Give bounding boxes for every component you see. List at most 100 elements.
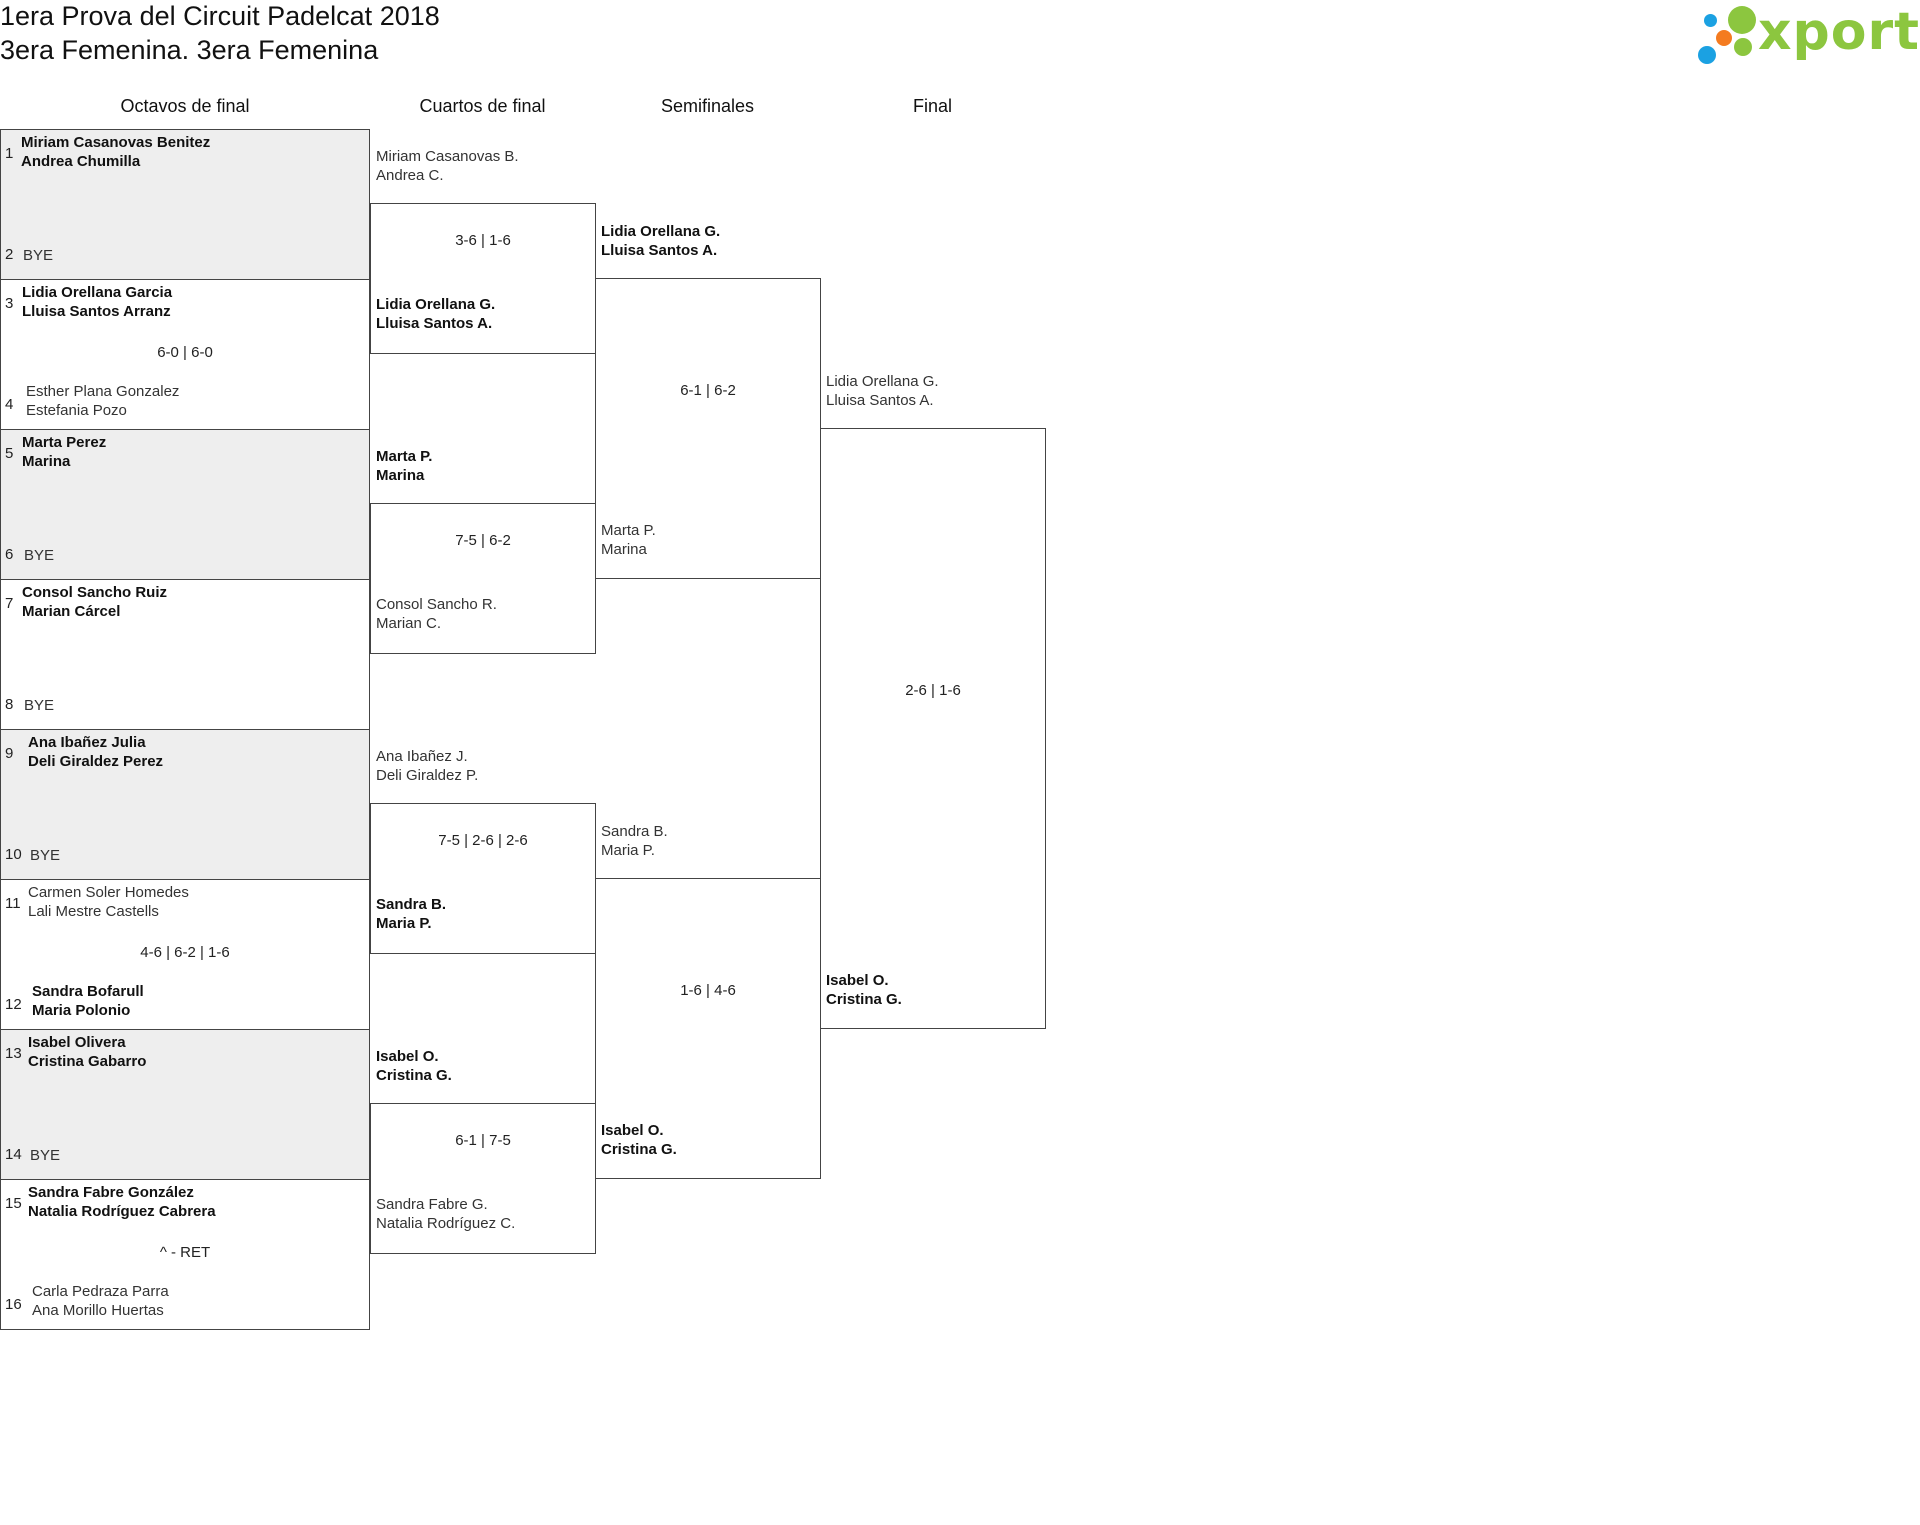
r16-pair-a-player-1: Lidia Orellana Garcia <box>22 284 173 301</box>
qf-pair-a-player-2: Cristina G. <box>376 1067 452 1084</box>
qf-pair-b-player-2: Marian C. <box>376 615 442 632</box>
final-pair-a-player-2: Lluisa Santos A. <box>826 392 934 409</box>
qf-pair-b-player-1: Sandra Fabre G. <box>376 1196 488 1213</box>
final-pair-b: Isabel O.Cristina G. <box>826 971 902 1009</box>
r16-pair-a-player-1: Ana Ibañez Julia <box>28 734 146 751</box>
qf-pair-b-player-1: Sandra B. <box>376 896 447 913</box>
match-score: 6-1 | 6-2 <box>680 382 736 399</box>
logo-dot-orange <box>1716 30 1732 46</box>
match-score: 6-1 | 7-5 <box>455 1132 511 1149</box>
qf-pair-b: Sandra Fabre G. Natalia Rodríguez C. <box>376 1195 515 1233</box>
qf-pair-a-player-2: Marina <box>376 467 425 484</box>
bye-label: BYE <box>24 547 55 564</box>
qf-pair-a-player-1: Ana Ibañez J. <box>376 748 468 765</box>
final-match <box>820 428 1046 1029</box>
qf-pair-a-player-1: Marta P. <box>376 448 433 465</box>
seed-number: 1 <box>5 145 14 162</box>
qf-pair-b-player-2: Natalia Rodríguez C. <box>376 1215 516 1232</box>
r16-pair-a-player-2: Lali Mestre Castells <box>28 903 159 920</box>
match-score: 2-6 | 1-6 <box>905 682 961 699</box>
match-score: 7-5 | 2-6 | 2-6 <box>438 832 528 849</box>
r16-pair-a-player-2: Deli Giraldez Perez <box>28 753 164 770</box>
sf-pair-b-player-1: Isabel O. <box>601 1122 664 1139</box>
sf-pair-a: Lidia Orellana G. Lluisa Santos A. <box>601 222 720 260</box>
r16-pair-a-player-2: Marian Cárcel <box>22 603 121 620</box>
logo-dot-green <box>1728 6 1756 34</box>
qf-pair-a-player-2: Deli Giraldez P. <box>376 767 479 784</box>
r16-pair-a-player-1: Marta Perez <box>22 434 107 451</box>
seed-number: 12 <box>5 996 22 1013</box>
final-pair-a: Lidia Orellana G.Lluisa Santos A. <box>826 372 939 410</box>
seed-number: 7 <box>5 595 14 612</box>
bye-label: BYE <box>30 847 61 864</box>
sf-pair-b: Marta P. Marina <box>601 521 656 559</box>
round-header-qf: Cuartos de final <box>419 96 546 116</box>
match-score: 3-6 | 1-6 <box>455 232 511 249</box>
sf-pair-b-player-2: Cristina G. <box>601 1141 677 1158</box>
qf-pair-b: Lidia Orellana G.Lluisa Santos A. <box>376 295 495 333</box>
seed-number: 15 <box>5 1195 22 1212</box>
match-score: 1-6 | 4-6 <box>680 982 736 999</box>
bye-label: BYE <box>30 1147 61 1164</box>
r16-pair-a-player-2: Cristina Gabarro <box>28 1053 147 1070</box>
qf-pair-a: Isabel O. Cristina G. <box>376 1047 452 1085</box>
sf-pair-a: Sandra B.Maria P. <box>601 822 668 860</box>
final-pair-b-player-2: Cristina G. <box>826 991 902 1008</box>
seed-number: 10 <box>5 846 22 863</box>
logo-text: xporty <box>1758 2 1920 62</box>
round-header-sf: Semifinales <box>660 96 755 116</box>
sf-pair-a-player-1: Lidia Orellana G. <box>601 223 721 240</box>
r16-pair-a-player-2: Natalia Rodríguez Cabrera <box>28 1203 216 1220</box>
qf-pair-a: Marta P. Marina <box>376 447 432 485</box>
match-score: 7-5 | 6-2 <box>455 532 511 549</box>
round-header-final: Final <box>912 96 952 116</box>
r16-pair-a-player-1: Sandra Fabre González <box>28 1184 194 1201</box>
xporty-logo: xporty <box>1698 2 1920 66</box>
sf-pair-b-player-2: Marina <box>601 541 647 558</box>
r16-pair-a-player-1: Isabel Olivera <box>28 1034 126 1051</box>
match-score: 6-0 | 6-0 <box>157 344 213 361</box>
category-title: 3era Femenina. 3era Femenina <box>0 35 379 65</box>
r16-pair-b-player-1: Esther Plana Gonzalez <box>26 383 180 400</box>
seed-number: 16 <box>5 1296 22 1313</box>
r16-pair-a-player-2: Marina <box>22 453 71 470</box>
qf-pair-a: Miriam Casanovas B.Andrea C. <box>376 147 519 185</box>
sf-pair-a-player-2: Lluisa Santos A. <box>601 242 718 259</box>
match-score: 4-6 | 6-2 | 1-6 <box>140 944 230 961</box>
seed-number: 14 <box>5 1146 22 1163</box>
seed-number: 11 <box>5 895 21 912</box>
r16-pair-b-player-1: Sandra Bofarull <box>32 983 144 1000</box>
r16-pair-a-player-2: Lluisa Santos Arranz <box>22 303 171 320</box>
r16-pair-b-player-1: Carla Pedraza Parra <box>32 1283 169 1300</box>
r16-pair-b-player-2: Estefania Pozo <box>26 402 127 419</box>
qf-pair-b: Sandra B.Maria P. <box>376 895 446 933</box>
r16-match-7 <box>0 1029 370 1180</box>
r16-pair-a-player-1: Miriam Casanovas Benitez <box>21 134 211 151</box>
qf-pair-b-player-2: Lluisa Santos A. <box>376 315 493 332</box>
sf-pair-b-player-1: Marta P. <box>601 522 656 539</box>
r16-match-3 <box>0 429 370 580</box>
qf-pair-a-player-2: Andrea C. <box>376 167 444 184</box>
logo-dot-blue <box>1698 46 1716 64</box>
r16-pair-a-player-1: Consol Sancho Ruiz <box>22 584 168 601</box>
seed-number: 2 <box>5 246 14 263</box>
r16-match-8 <box>0 1179 370 1330</box>
round-header-r16: Octavos de final <box>120 96 250 116</box>
seed-number: 3 <box>5 295 14 312</box>
bye-label: BYE <box>23 247 54 264</box>
bye-label: BYE <box>24 697 55 714</box>
qf-pair-a-player-1: Isabel O. <box>376 1048 439 1065</box>
qf-pair-a: Ana Ibañez J. Deli Giraldez P. <box>376 747 478 785</box>
sf-pair-a-player-2: Maria P. <box>601 842 655 859</box>
